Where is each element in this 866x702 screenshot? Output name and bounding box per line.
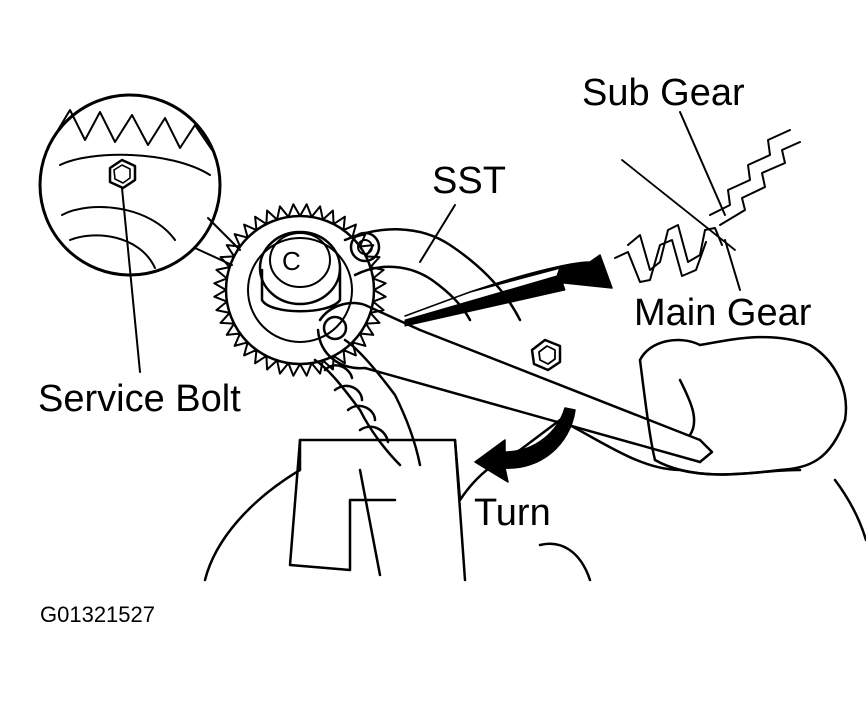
label-service-bolt: Service Bolt (38, 378, 241, 420)
svg-text:C: C (282, 246, 301, 276)
camshaft-gear: C (213, 203, 387, 377)
camshaft (313, 338, 422, 467)
label-turn: Turn (474, 492, 551, 534)
magnifier-inset (38, 93, 241, 277)
hand (638, 335, 848, 476)
label-sst: SST (432, 160, 506, 202)
gear-teeth-detail (614, 111, 801, 291)
pointer-arrow (404, 254, 613, 317)
turn-arrow (474, 407, 576, 483)
figure-code: G01321527 (40, 602, 155, 627)
label-main-gear: Main Gear (634, 292, 812, 334)
pointer-arrow-shaft (404, 274, 566, 327)
sst-leader-line (419, 204, 456, 263)
label-sub-gear: Sub Gear (582, 72, 745, 114)
service-bolt-leader (121, 187, 141, 373)
